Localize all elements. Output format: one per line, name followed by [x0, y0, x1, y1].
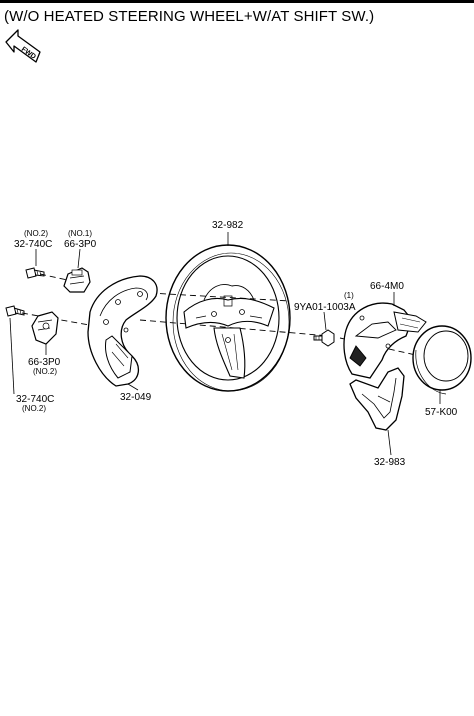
header-border	[0, 0, 474, 3]
steering-wheel	[165, 244, 291, 392]
callout-32-049: 32-049	[120, 392, 152, 403]
callout-32-740c-top: 32-740C	[14, 239, 52, 250]
callout-66-3p0-top: 66-3P0	[64, 239, 97, 250]
screw-32-740c-lower	[5, 305, 25, 317]
callout-66-3p0-top-qty: (NO.1)	[68, 229, 92, 238]
switch-66-3p0-lower	[31, 311, 59, 345]
callout-32-982: 32-982	[212, 220, 244, 231]
switch-66-3p0-upper	[63, 267, 91, 293]
switch-66-4m0	[343, 302, 427, 379]
lower-cover	[349, 367, 405, 431]
screw-32-740c-upper	[25, 267, 45, 279]
callout-66-3p0-low-qty: (NO.2)	[33, 367, 57, 376]
callout-32-740c-top-qty: (NO.2)	[24, 229, 48, 238]
leader-lines	[9, 232, 441, 456]
callout-32-740c-low-qty: (NO.2)	[22, 404, 46, 413]
left-cover	[87, 275, 158, 387]
callout-9ya01-qty: (1)	[344, 291, 354, 300]
fwd-arrow-icon: FWD	[5, 29, 41, 63]
callout-9ya01-1003a: 9YA01-1003A	[294, 302, 356, 313]
airbag-module	[412, 325, 472, 395]
callout-57-k00: 57-K00	[425, 407, 458, 418]
callout-32-740c-low: 32-740C	[16, 394, 54, 405]
callout-32-983: 32-983	[374, 457, 406, 468]
callout-66-3p0-low: 66-3P0	[28, 357, 61, 368]
bolt-9ya01-1003a	[313, 329, 335, 347]
callout-66-4m0: 66-4M0	[370, 281, 404, 292]
diagram-title: (W/O HEATED STEERING WHEEL+W/AT SHIFT SW…	[4, 8, 375, 25]
